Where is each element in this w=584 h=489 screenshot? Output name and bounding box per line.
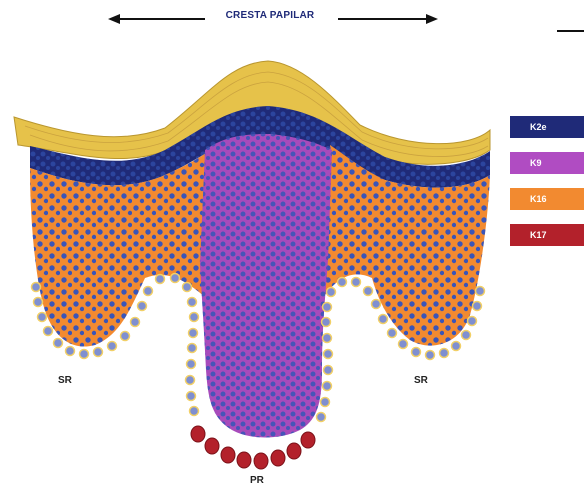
legend-k16: K16 (510, 188, 584, 210)
label-pr: PR (250, 475, 264, 486)
legend-k9: K9 (510, 152, 584, 174)
papillary-nuclei (200, 134, 332, 438)
crest-title: CRESTA PAPILAR (200, 10, 340, 21)
legend: K2e K9 K16 K17 (510, 116, 584, 260)
legend-k2e: K2e (510, 116, 584, 138)
legend-k17: K17 (510, 224, 584, 246)
label-sr-left: SR (58, 375, 72, 386)
label-sr-right: SR (414, 375, 428, 386)
